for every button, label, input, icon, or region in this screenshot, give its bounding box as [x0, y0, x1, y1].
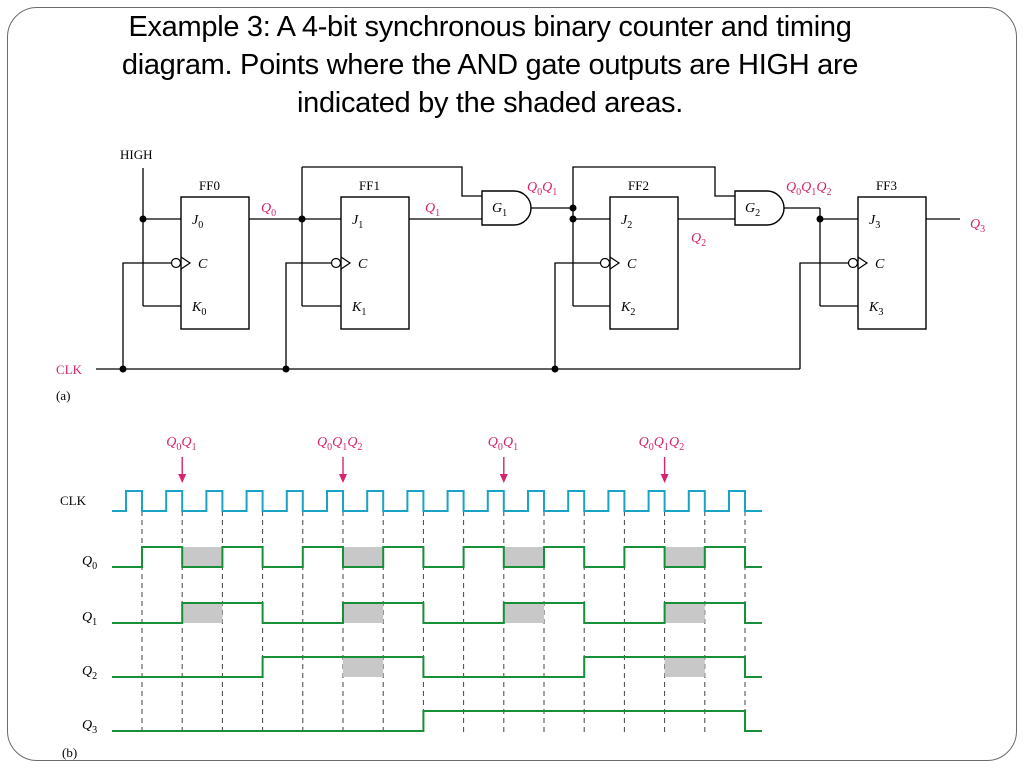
part-a-label: (a): [56, 388, 70, 403]
clock-triangle: [340, 256, 352, 270]
part-b-label: (b): [62, 745, 77, 760]
shaded-and-high-q0: [182, 547, 223, 567]
and-high-marker-label: Q0Q1: [488, 435, 518, 453]
shaded-and-high-q1: [503, 603, 544, 623]
flipflop-ff1: [340, 196, 410, 330]
marker-arrowhead: [660, 474, 669, 483]
shaded-and-high-q0: [664, 547, 705, 567]
and-high-marker-label: Q0Q1Q2: [639, 435, 685, 453]
timing-clk-label: CLK: [60, 493, 87, 508]
slide-frame: [7, 7, 1017, 761]
q2-waveform: [112, 656, 762, 678]
flipflop-name: FF2: [628, 178, 649, 193]
and-gate-g2: [734, 190, 785, 226]
c-input-label: C: [358, 257, 368, 272]
q3-row-label: Q3: [82, 718, 97, 736]
k-input-label: K2: [620, 300, 635, 318]
g1-output-label: Q0Q1: [527, 180, 557, 198]
shaded-and-high-q1: [664, 603, 705, 623]
clk-wire-ff2: [554, 262, 600, 369]
flipflop-ff0: [180, 196, 250, 330]
inversion-bubble: [170, 257, 182, 269]
k-input-label: K1: [351, 300, 366, 318]
c-input-label: C: [627, 257, 637, 272]
shaded-and-high-q2: [343, 657, 384, 677]
marker-arrowhead: [339, 474, 347, 483]
q3-waveform: [112, 710, 762, 732]
junction-dot: [816, 215, 824, 223]
shaded-and-high-q2: [664, 657, 705, 677]
clk-wire-ff3: [799, 262, 848, 369]
clock-triangle: [609, 256, 621, 270]
inversion-bubble: [599, 257, 611, 269]
and-gate-g2-label: G2: [745, 201, 760, 219]
q1-row-label: Q1: [82, 610, 97, 628]
high-label: HIGH: [120, 147, 153, 162]
q1-waveform: [112, 602, 762, 624]
q0-waveform: [112, 546, 762, 568]
junction-dot: [569, 215, 577, 223]
and-gate-g1: [481, 190, 532, 226]
q0-to-g1: [302, 166, 482, 197]
j-input-label: J2: [621, 213, 632, 231]
and-high-marker-label: Q0Q1Q2: [317, 435, 363, 453]
clock-triangle: [180, 256, 192, 270]
clock-triangle: [857, 256, 869, 270]
junction-dot: [139, 215, 147, 223]
marker-arrowhead: [499, 474, 508, 483]
marker-arrowhead: [178, 474, 187, 483]
flipflop-name: FF3: [876, 178, 897, 193]
flipflop-name: FF1: [359, 178, 380, 193]
flipflop-ff2: [609, 196, 679, 330]
shaded-and-high-q1: [182, 603, 223, 623]
slide-title: Example 3: A 4-bit synchronous binary co…: [121, 11, 859, 119]
flipflop-ff3: [857, 196, 927, 330]
inversion-bubble: [330, 257, 342, 269]
q0-label: Q0: [261, 201, 276, 219]
q2-row-label: Q2: [82, 664, 97, 682]
inversion-bubble: [847, 257, 859, 269]
shaded-and-high-q0: [343, 547, 384, 567]
and-gate-g1-label: G1: [492, 201, 507, 219]
j-input-label: J0: [192, 213, 203, 231]
c-input-label: C: [875, 257, 885, 272]
c-input-label: C: [198, 257, 208, 272]
q2-label: Q2: [691, 231, 706, 249]
shaded-and-high-q0: [503, 547, 544, 567]
junction-dot: [298, 215, 306, 223]
q0-row-label: Q0: [82, 554, 97, 572]
j-input-label: J3: [869, 213, 880, 231]
q1-label: Q1: [425, 201, 440, 219]
shaded-and-high-q1: [343, 603, 384, 623]
clk-label: CLK: [56, 362, 83, 377]
and-high-marker-label: Q0Q1: [166, 435, 196, 453]
clk-waveform: [112, 490, 762, 512]
clk-wire-ff1: [285, 262, 331, 369]
g1-to-g2: [572, 166, 735, 208]
k-input-label: K3: [868, 300, 883, 318]
clk-wire-ff0: [122, 262, 171, 369]
j-input-label: J1: [352, 213, 363, 231]
k-input-label: K0: [191, 300, 206, 318]
g2-output-label: Q0Q1Q2: [786, 180, 832, 198]
flipflop-name: FF0: [199, 178, 220, 193]
q3-label: Q3: [970, 217, 985, 235]
